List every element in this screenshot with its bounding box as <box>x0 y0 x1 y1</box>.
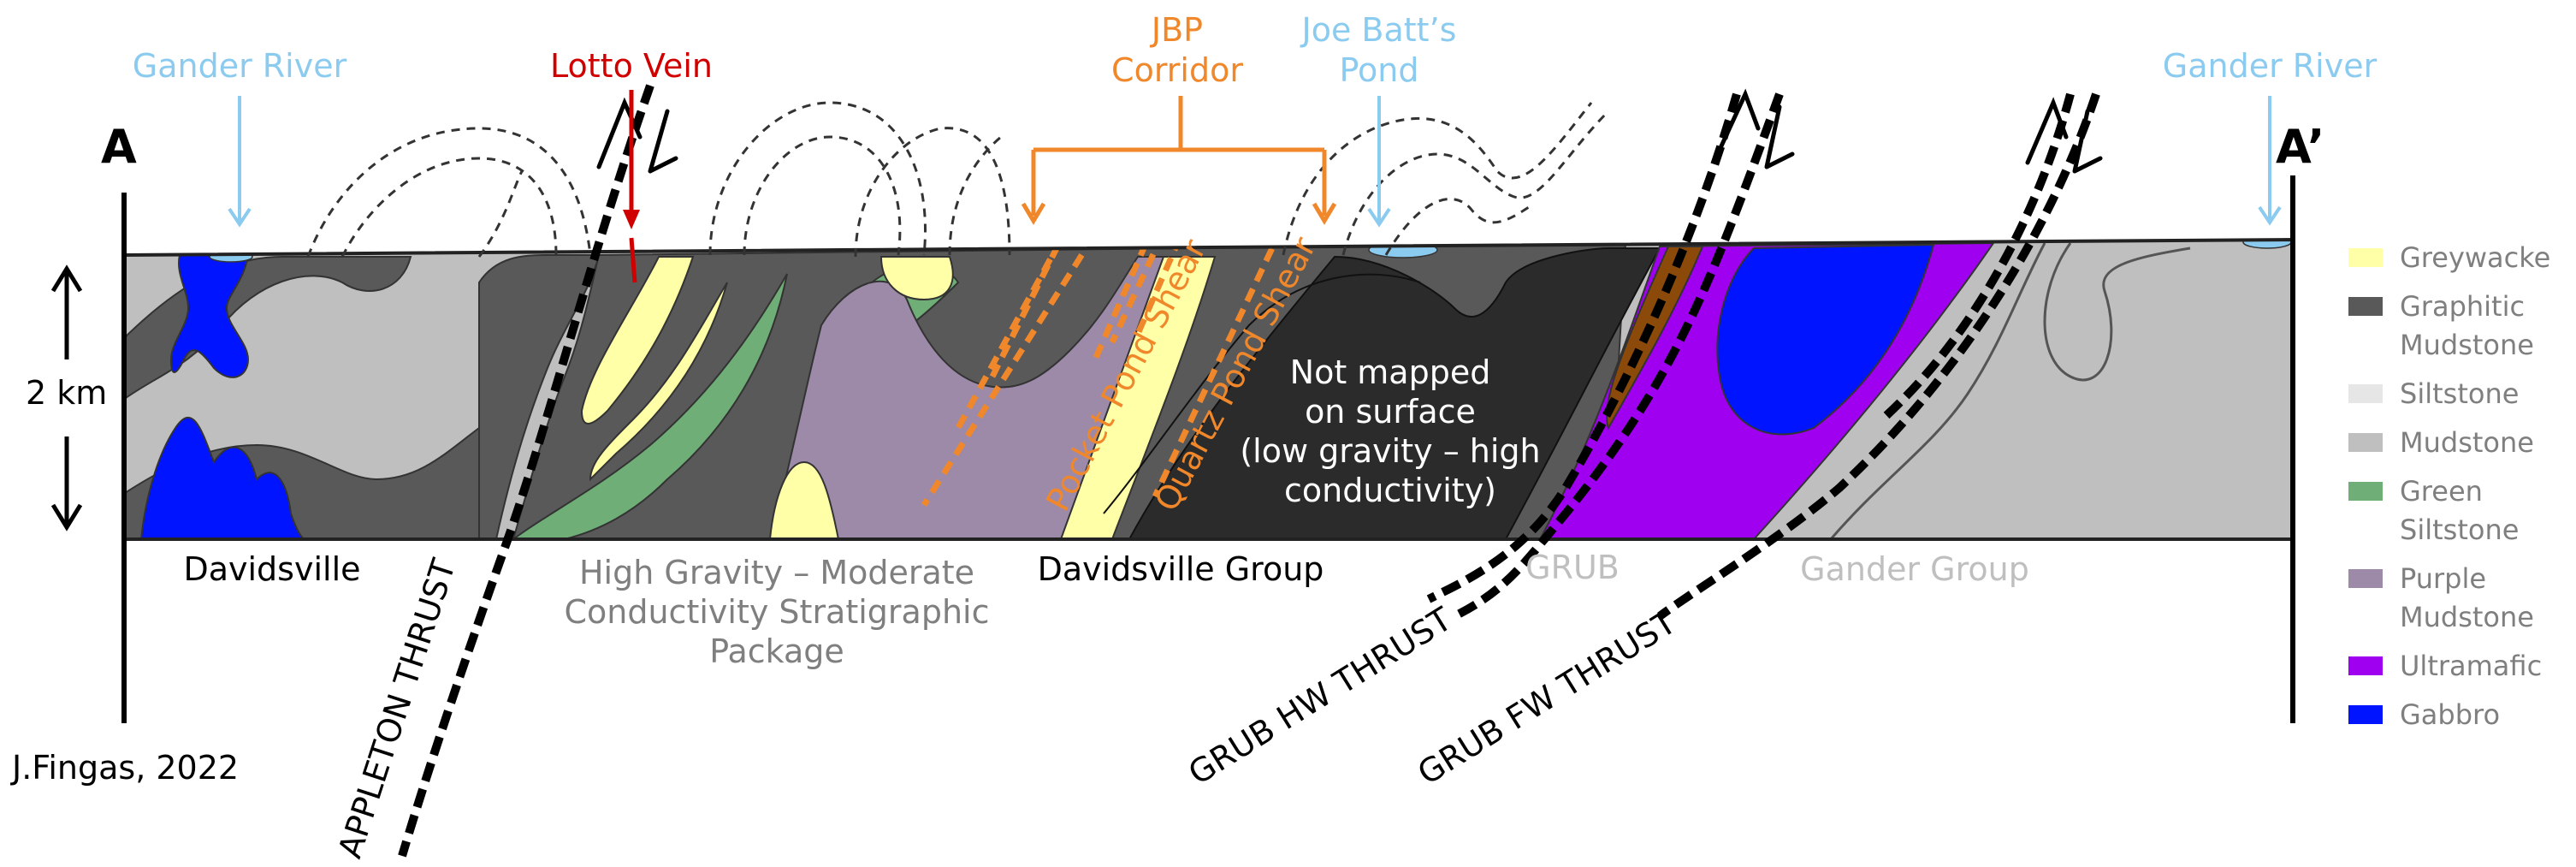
jbp-corridor-label-2: Corridor <box>1111 51 1243 89</box>
legend-label-3-1: Siltstone <box>2400 377 2519 410</box>
water-pointers <box>228 96 2282 228</box>
gander-group-label: Gander Group <box>1800 550 2029 588</box>
projected-folds <box>306 101 1610 258</box>
gander-river-right-label: Gander River <box>2163 47 2378 85</box>
high-gravity-label-3: Package <box>709 632 844 670</box>
grub-fw-thrust-line <box>1452 92 1784 621</box>
unit-not-mapped-zone <box>1128 247 1661 539</box>
legend-label-2-1: Graphitic <box>2400 290 2525 323</box>
davidsville-group-label: Davidsville Group <box>1038 550 1324 588</box>
legend-label-2-2: Mudstone <box>2400 329 2534 361</box>
high-gravity-label-2: Conductivity Stratigraphic <box>564 593 989 631</box>
grub-fw-thrust-3-line <box>1879 92 2075 423</box>
legend-label-1-1: Greywacke <box>2400 241 2550 274</box>
jbp-corridor-label-1: JBP <box>1150 11 1203 49</box>
scale-bar <box>50 264 83 531</box>
lotto-vein <box>623 90 640 283</box>
slip-arrow-grub-hw <box>1717 88 1795 169</box>
unit-greywacke-top <box>879 256 954 301</box>
unit-greywacke-band-1 <box>580 256 695 425</box>
not-mapped-contact <box>1103 273 1421 514</box>
legend-label-5-2: Siltstone <box>2400 514 2519 546</box>
lotto-vein-label: Lotto Vein <box>550 47 713 85</box>
grub-hw-thrust-line <box>1426 92 1741 603</box>
unit-gabbro-left-lower <box>139 416 306 539</box>
high-gravity-label-1: High Gravity – Moderate <box>579 554 974 591</box>
unit-graphitic-fold-a <box>478 254 601 539</box>
legend-swatch-1 <box>2348 248 2383 267</box>
gander-river-left-label: Gander River <box>133 47 347 85</box>
slip-arrow-appleton <box>596 97 678 174</box>
legend-swatch-5 <box>2348 482 2383 501</box>
gander-river-left-arrowhead <box>228 207 252 228</box>
legend-label-8-1: Gabbro <box>2400 698 2500 731</box>
not-mapped-label-2: on surface <box>1305 393 1476 431</box>
section-start-label: A <box>101 120 137 174</box>
gander-river-right-arrowhead <box>2258 205 2282 226</box>
joe-batts-arrowhead <box>1367 207 1391 228</box>
legend-label-4-1: Mudstone <box>2400 426 2534 459</box>
not-mapped-label-1: Not mapped <box>1290 353 1491 391</box>
grub-label: GRUB <box>1525 549 1620 586</box>
jbp-corridor-bracket <box>1021 96 1337 225</box>
thrust-faults <box>398 84 2100 858</box>
unit-brown-sliver <box>1606 246 1704 431</box>
legend-label-7-1: Ultramafic <box>2400 650 2542 682</box>
slip-arrows <box>596 88 2103 174</box>
appleton-thrust-label: APPLETON THRUST <box>331 554 464 863</box>
legend-swatch-4 <box>2348 433 2383 452</box>
legend-label-6-1: Purple <box>2400 562 2486 595</box>
grub-fw-thrust-2-line <box>1657 92 2100 621</box>
legend-swatch-2 <box>2348 297 2383 316</box>
section-body <box>124 240 2293 539</box>
gander-contact-line <box>2043 242 2191 382</box>
gander-contact-line-2 <box>1829 242 2046 539</box>
lotto-vein-trace <box>629 237 637 283</box>
lotto-vein-arrowhead <box>623 210 640 229</box>
slip-arrow-grub-fw <box>2025 97 2103 174</box>
unit-greywacke-lower <box>768 460 840 539</box>
legend-swatch-3 <box>2348 384 2383 403</box>
legend-swatch-8 <box>2348 705 2383 724</box>
joe-batts-label-2: Pond <box>1339 51 1418 89</box>
unit-gabbro-right <box>1716 243 1935 436</box>
legend-label-6-2: Mudstone <box>2400 601 2534 633</box>
scale-label: 2 km <box>26 374 107 412</box>
not-mapped-label-4: conductivity) <box>1284 472 1496 509</box>
appleton-thrust-line <box>398 84 654 858</box>
unit-greywacke-shear <box>1059 256 1217 539</box>
credit-label: J.Fingas, 2022 <box>10 749 239 787</box>
unit-greywacke-band-2 <box>589 282 728 482</box>
legend-swatch-6 <box>2348 569 2383 588</box>
davidsville-left-label: Davidsville <box>183 550 360 588</box>
section-end-label: A’ <box>2276 120 2324 174</box>
not-mapped-label-3: (low gravity – high <box>1240 432 1540 470</box>
legend-swatch-7 <box>2348 656 2383 675</box>
joe-batts-label-1: Joe Batt’s <box>1300 11 1457 49</box>
unit-gabbro-left <box>169 254 250 378</box>
legend-label-5-1: Green <box>2400 475 2483 508</box>
legend: GreywackeGraphiticMudstoneSiltstoneMudst… <box>2348 241 2550 731</box>
